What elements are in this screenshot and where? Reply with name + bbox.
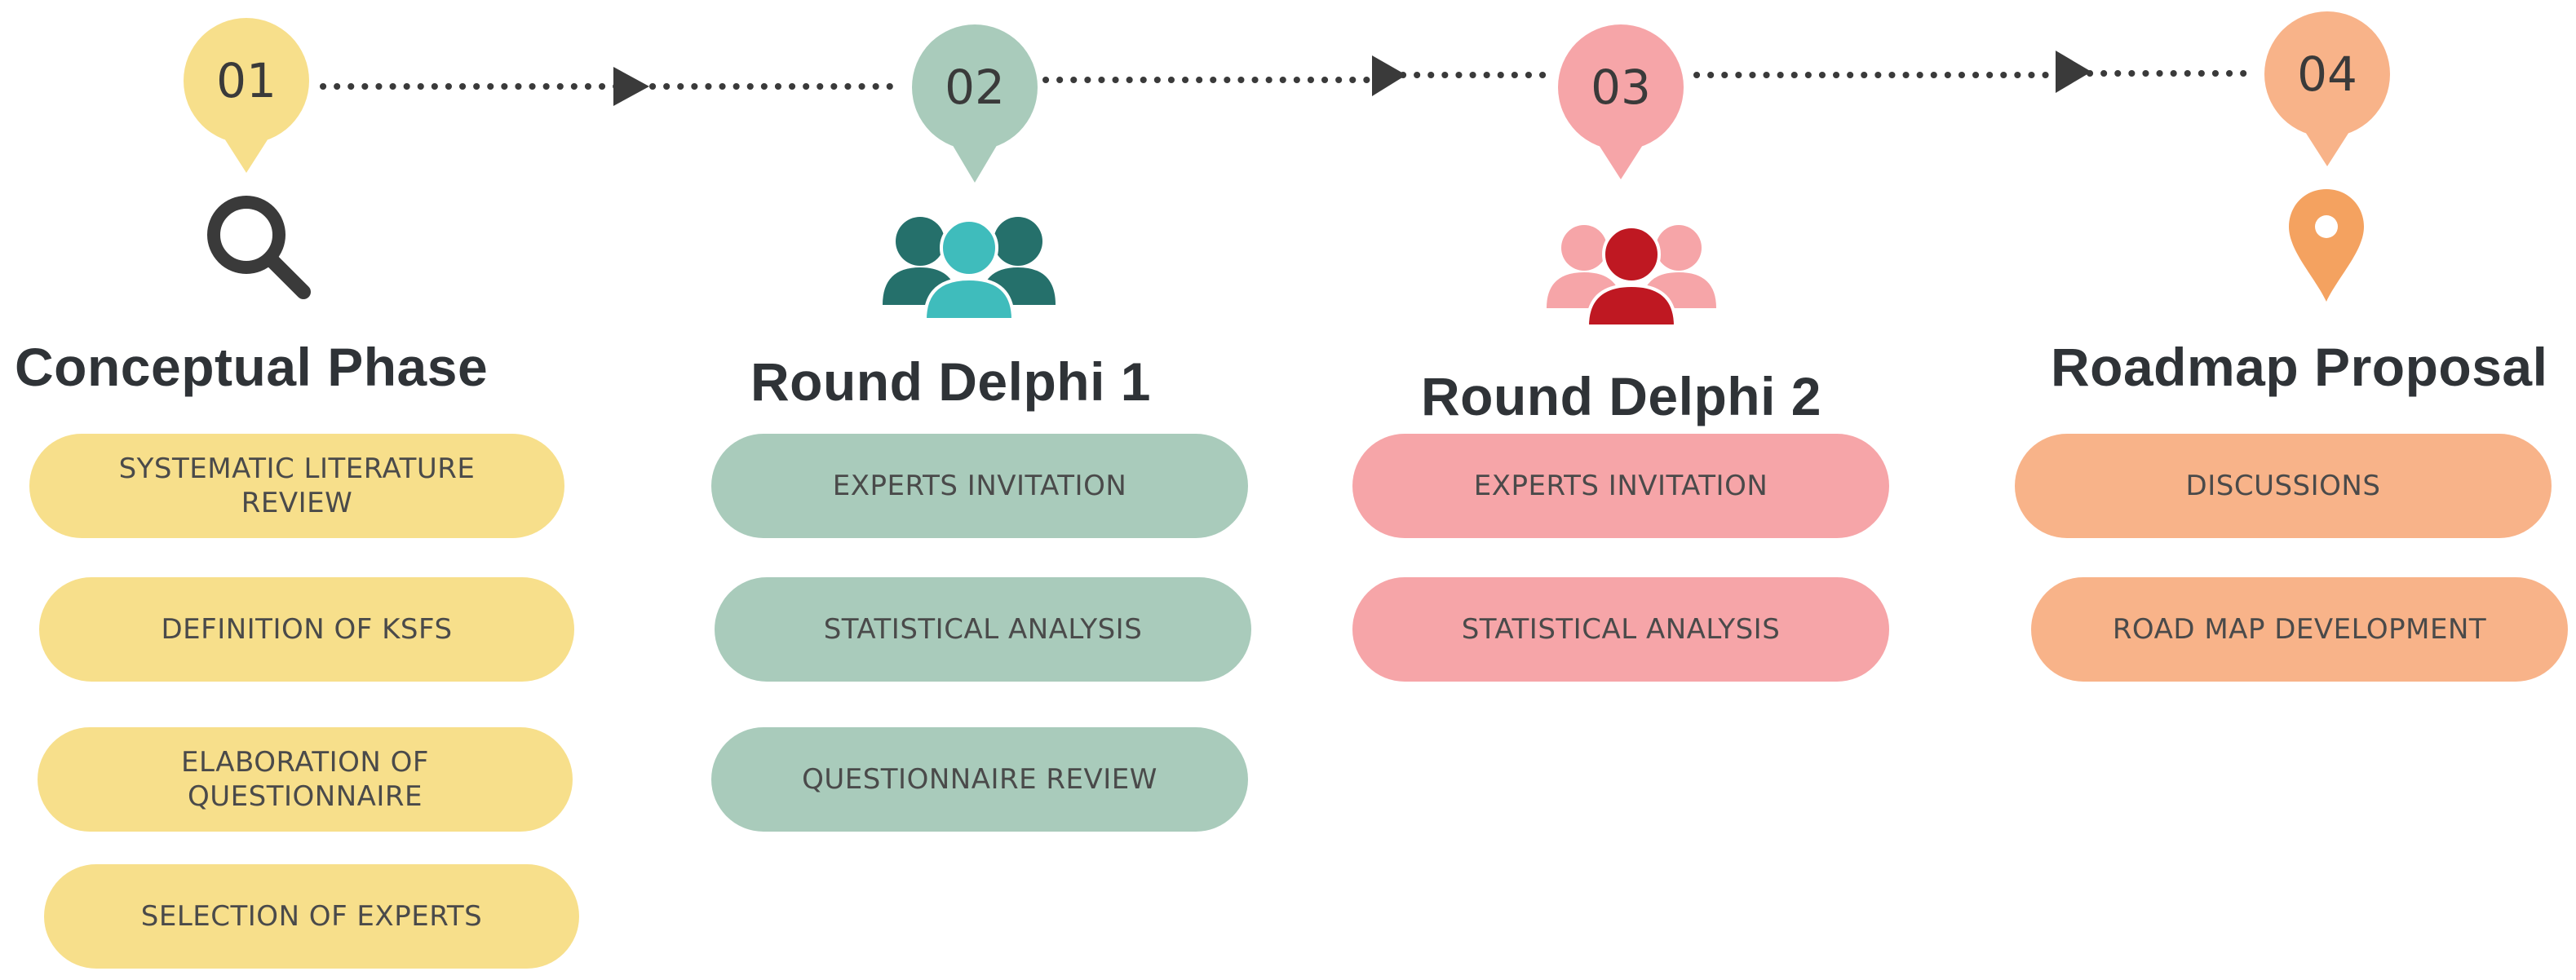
team-icon — [1547, 225, 1716, 328]
step-number: 02 — [945, 60, 1005, 115]
step-number: 03 — [1591, 60, 1651, 115]
pin-marker-shape — [912, 24, 1038, 183]
location-pin-icon — [2289, 189, 2364, 302]
phase-title: Conceptual Phase — [15, 337, 489, 397]
step-pill: ELABORATION OF QUESTIONNAIRE — [38, 727, 573, 832]
step-pill: DEFINITION OF KSFS — [39, 577, 574, 682]
step-pin-03: 03 — [1558, 24, 1684, 194]
team-icon — [883, 217, 1056, 321]
step-pill: SYSTEMATIC LITERATURE REVIEW — [29, 434, 564, 538]
phase-title: Round Delphi 2 — [1421, 366, 1821, 426]
step-pin-04: 04 — [2264, 11, 2390, 181]
step-pill: QUESTIONNAIRE REVIEW — [711, 727, 1248, 832]
step-pill: STATISTICAL ANALYSIS — [1352, 577, 1889, 682]
step-pill: STATISTICAL ANALYSIS — [715, 577, 1251, 682]
arrowhead-1 — [613, 67, 649, 106]
phase-title: Roadmap Proposal — [2051, 337, 2548, 397]
step-pin-02: 02 — [912, 24, 1038, 194]
step-pill: EXPERTS INVITATION — [1352, 434, 1889, 538]
pin-marker-shape — [184, 18, 309, 173]
pin-marker-shape — [1558, 24, 1684, 179]
search-icon — [207, 196, 311, 299]
step-pill: ROAD MAP DEVELOPMENT — [2031, 577, 2568, 682]
arrowhead-3 — [2056, 51, 2091, 93]
step-pill: EXPERTS INVITATION — [711, 434, 1248, 538]
step-pill: DISCUSSIONS — [2015, 434, 2552, 538]
step-number: 04 — [2297, 46, 2357, 102]
pin-marker-shape — [2264, 11, 2390, 166]
step-pill: SELECTION OF EXPERTS — [44, 864, 579, 969]
arrowhead-2 — [1372, 55, 1406, 96]
phase-title: Round Delphi 1 — [750, 351, 1151, 412]
step-number: 01 — [216, 53, 277, 108]
step-pin-01: 01 — [184, 18, 309, 188]
